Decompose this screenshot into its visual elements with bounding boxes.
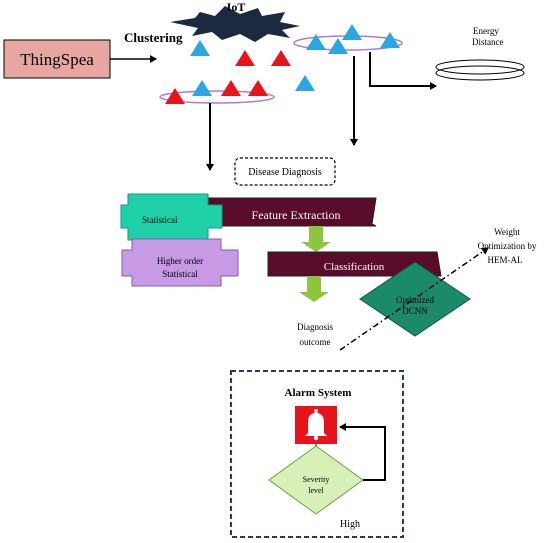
- blue-node: [306, 34, 326, 50]
- thingspeak-box: [3, 39, 111, 79]
- blue-node: [190, 40, 210, 56]
- feature-extraction-label: Feature Extraction: [252, 208, 341, 222]
- iot-burst-shape: [170, 6, 300, 42]
- classification-to-outcome-arrow: [299, 276, 329, 302]
- feature-to-classification-arrow: [301, 226, 331, 252]
- statistical-label: Statistical: [142, 215, 178, 225]
- red-node: [221, 80, 241, 96]
- blue-node: [295, 75, 315, 91]
- severity-label-line2: level: [308, 486, 324, 495]
- energy-arrow: [369, 52, 437, 90]
- red-node: [248, 80, 268, 96]
- energy-disk-top: [435, 59, 525, 75]
- blue-node: [342, 24, 362, 40]
- diagnosis-outcome-line1: Diagnosis: [297, 322, 333, 332]
- energy-label: Energy: [473, 26, 499, 36]
- alarm-system-container: [230, 370, 404, 538]
- diagnosis-outcome-line2: outcome: [300, 337, 331, 347]
- higher-order-label-line1: Higher order: [157, 256, 203, 266]
- weight-label-line3: HEM-AL: [488, 255, 523, 265]
- blue-node: [192, 80, 212, 96]
- red-node: [165, 88, 185, 104]
- disease-diagnosis-label: Disease Diagnosis: [248, 167, 322, 178]
- dcnn-label: DCNN: [402, 306, 428, 316]
- optimized-label: Optimized: [396, 295, 434, 305]
- blue-node: [380, 32, 400, 48]
- distance-label: Distance: [472, 37, 504, 47]
- sensor-nodes: [165, 24, 400, 104]
- energy-disk-bottom: [435, 65, 525, 81]
- higher-order-box: [121, 238, 239, 287]
- clustering-label: Clustering: [124, 30, 183, 45]
- disease-diagnosis-box: [234, 157, 336, 186]
- blue-node: [328, 38, 348, 54]
- alarm-bell-icon: [295, 406, 337, 444]
- high-label: High: [340, 519, 360, 530]
- weight-optimization-arrow: [339, 247, 489, 351]
- cluster-ellipse-left: [159, 90, 275, 104]
- higher-order-label-line2: Statistical: [162, 269, 198, 279]
- classification-box: [267, 251, 442, 277]
- weight-label-line2: Optimization by: [478, 241, 537, 251]
- severity-label-line1: Severity: [303, 475, 330, 484]
- severity-diamond: [268, 445, 364, 515]
- alarm-system-title: Alarm System: [285, 387, 352, 399]
- weight-label-line1: Weight: [494, 227, 520, 237]
- classification-label: Classification: [324, 261, 385, 273]
- red-node: [271, 50, 291, 66]
- thingspeak-label: ThingSpea: [20, 50, 94, 69]
- red-node: [235, 50, 255, 66]
- iot-label: IoT: [227, 0, 246, 14]
- severity-feedback-arrow: [339, 423, 386, 481]
